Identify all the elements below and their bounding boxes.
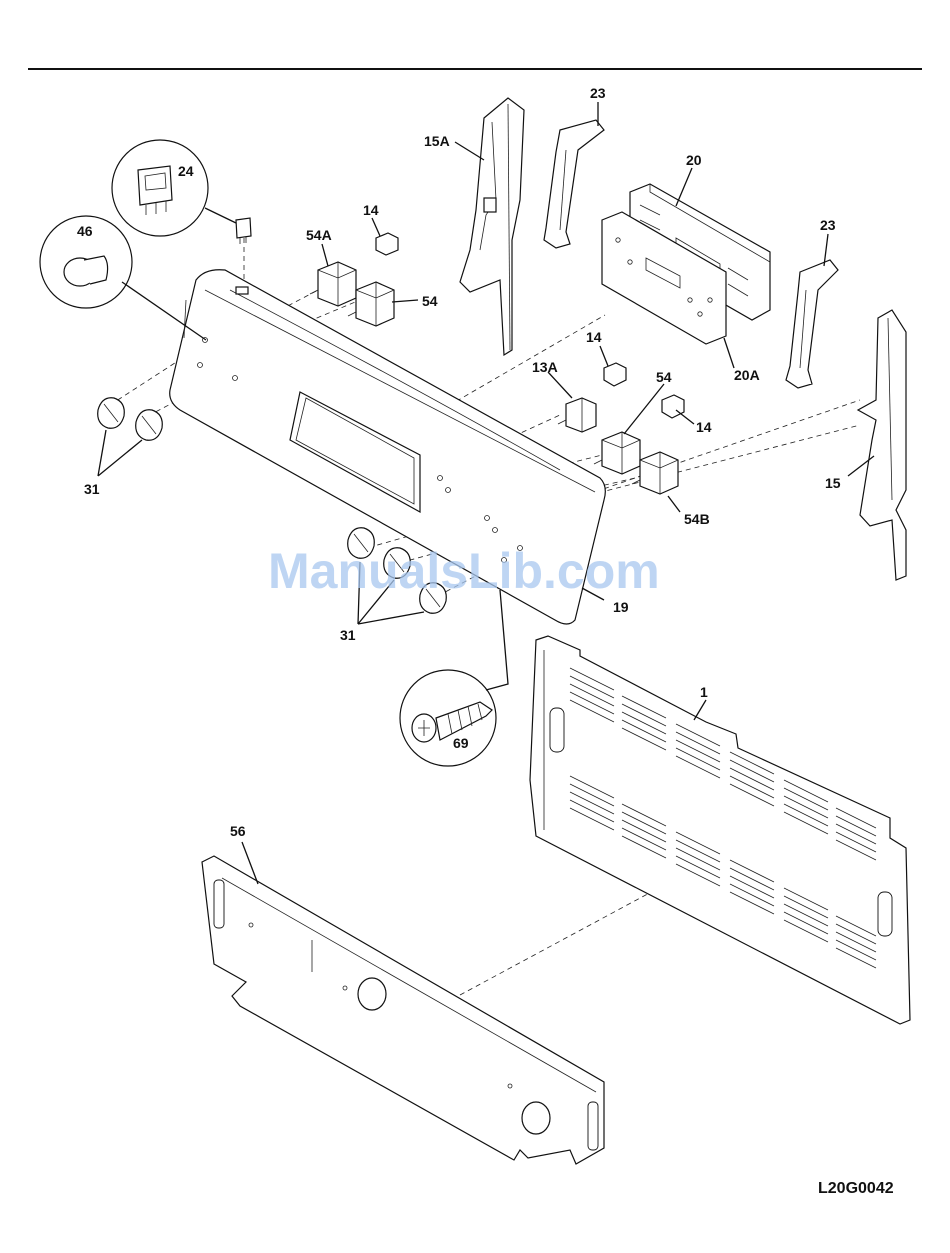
label-23-right: 23 [820, 217, 836, 233]
switch-14-lower [662, 395, 684, 418]
label-20: 20 [686, 152, 702, 168]
switch-14-mid [604, 363, 626, 386]
switch-54a [310, 262, 356, 306]
switch-13a [558, 398, 596, 432]
label-13a: 13A [532, 359, 558, 375]
watermark: ManualsLib.com [268, 543, 660, 599]
label-15a: 15A [424, 133, 450, 149]
label-19: 19 [613, 599, 629, 615]
label-69: 69 [453, 735, 469, 751]
switch-14-top [376, 233, 398, 255]
label-24: 24 [178, 163, 194, 179]
label-23-left: 23 [590, 85, 606, 101]
callout-46-button [40, 216, 206, 340]
label-54-mid: 54 [656, 369, 672, 385]
bracket-23-right [786, 260, 838, 388]
label-56: 56 [230, 823, 246, 839]
label-14-top: 14 [363, 202, 379, 218]
label-54b: 54B [684, 511, 710, 527]
label-31-left: 31 [84, 481, 100, 497]
label-14-mid: 14 [586, 329, 602, 345]
bracket-23-left [544, 120, 604, 248]
lower-panel-56 [202, 856, 604, 1164]
label-14-lower: 14 [696, 419, 712, 435]
side-bracket-15a [460, 98, 524, 355]
switch-54-mid [594, 432, 640, 474]
label-54a: 54A [306, 227, 332, 243]
label-46: 46 [77, 223, 93, 239]
rear-panel-1 [530, 636, 910, 1024]
label-54-top: 54 [422, 293, 438, 309]
side-bracket-15 [858, 310, 906, 580]
label-31-right: 31 [340, 627, 356, 643]
label-15: 15 [825, 475, 841, 491]
callout-24-switch [112, 140, 251, 244]
drawing-code: L20G0042 [818, 1180, 894, 1197]
label-1: 1 [700, 684, 708, 700]
label-20a: 20A [734, 367, 760, 383]
knob-group-left [98, 398, 163, 441]
